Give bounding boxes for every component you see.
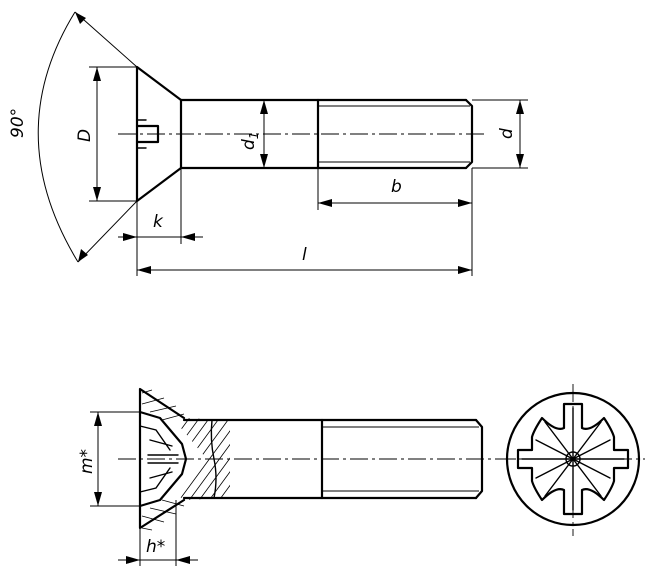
cross-recess-head-end-view (498, 384, 645, 536)
screw-tip-bottom (474, 418, 484, 500)
d1-label: d1 (239, 132, 261, 150)
head-slot (135, 124, 160, 144)
slotted-screw-side-view: 90° D d1 d b k (8, 11, 528, 276)
section-break-line (210, 419, 217, 499)
cross-recess-screw-section-view: m* h* (77, 387, 600, 566)
screw-head-outline (135, 65, 183, 203)
l-label: l (302, 245, 307, 265)
D-label: D (75, 129, 95, 142)
b-label: b (391, 177, 402, 197)
cross-recess-shape (516, 402, 630, 516)
angle-label: 90° (8, 108, 28, 138)
m-label: m* (77, 449, 97, 474)
k-label: k (153, 212, 164, 232)
d-label: d (497, 128, 517, 139)
screw-head-outline-bottom (138, 387, 186, 530)
screw-tip (464, 98, 474, 170)
h-label: h* (146, 537, 165, 557)
head-circle (505, 391, 641, 527)
head-hatching (141, 389, 185, 531)
cross-recess-profile (138, 410, 188, 508)
angle-arc (37, 11, 79, 263)
